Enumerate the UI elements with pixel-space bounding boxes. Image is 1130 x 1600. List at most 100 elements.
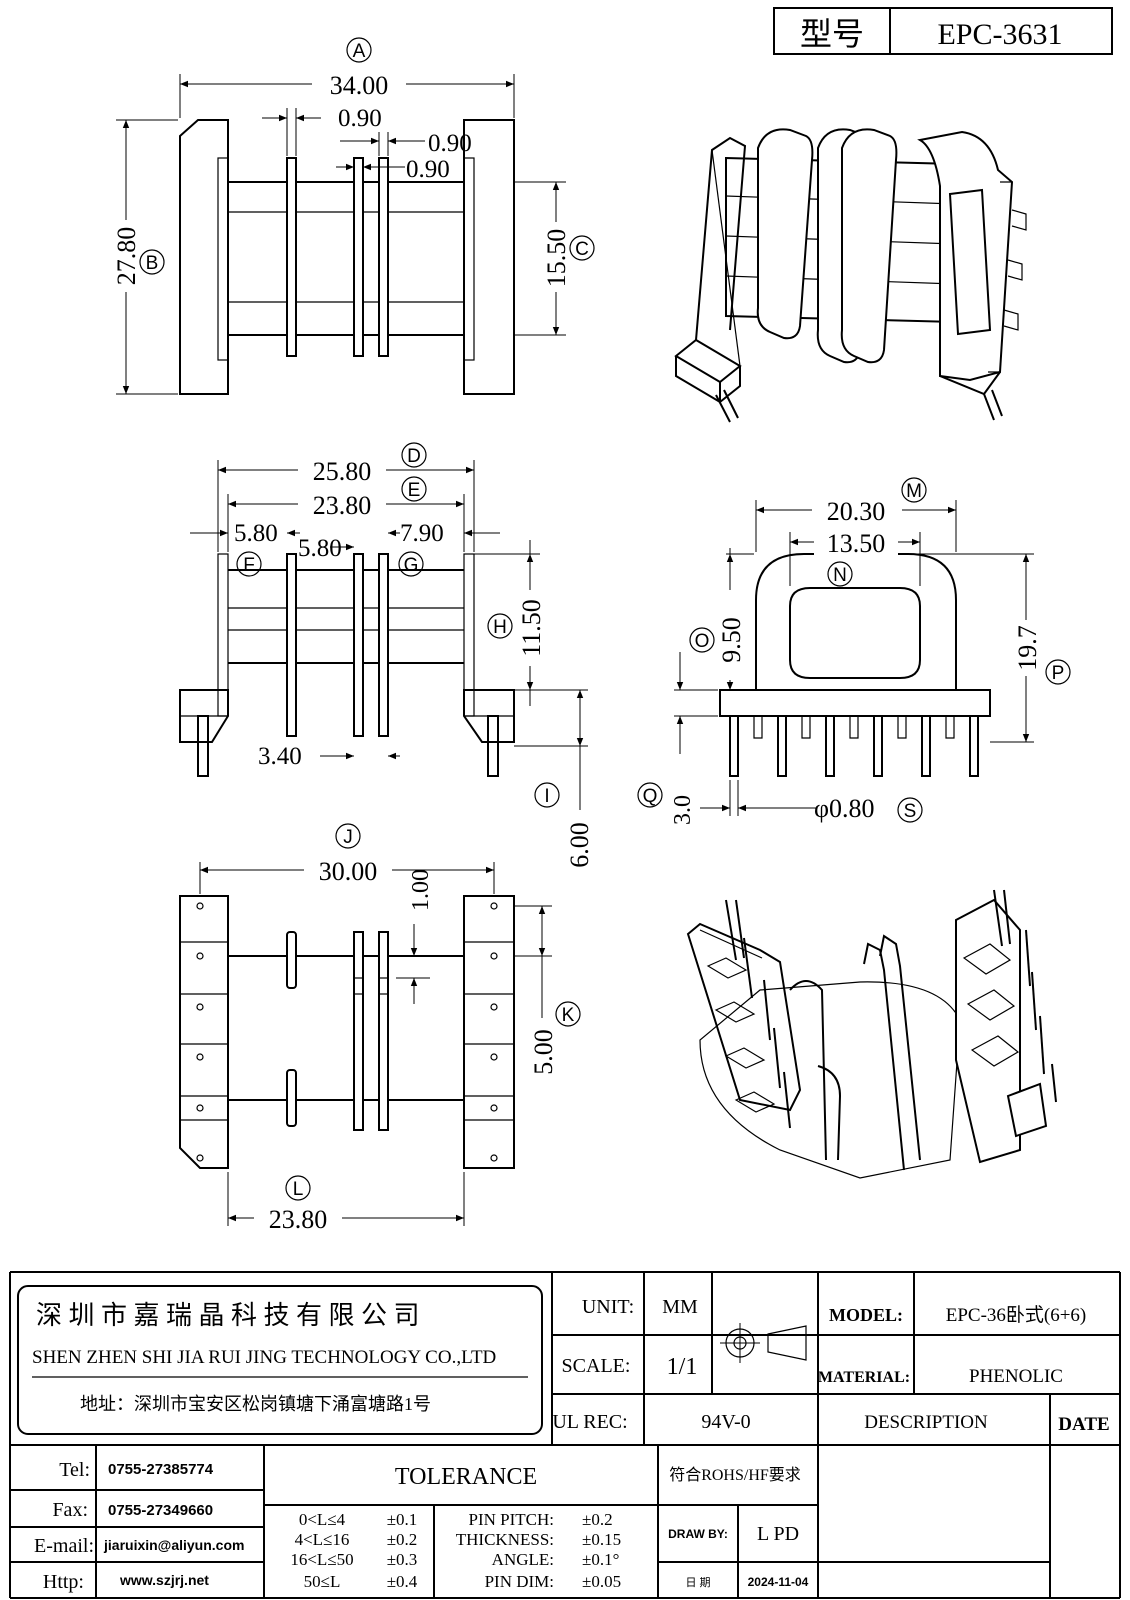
tol-item: ANGLE: (492, 1550, 554, 1569)
dim-O: O 9.50 (689, 612, 746, 668)
dim-M-letter: M (906, 481, 922, 502)
dim-A-letter: A (353, 41, 366, 62)
draw-by-value: L PD (757, 1523, 799, 1545)
bottom-view (179, 862, 552, 1226)
dim-D-value: 25.80 (313, 457, 372, 486)
model-title-label: 型号 (800, 16, 864, 52)
dim-B: 27.80 B (112, 220, 165, 292)
isometric-view-top (674, 128, 1027, 423)
dim-G-label: G (398, 551, 424, 577)
material-value: PHENOLIC (969, 1366, 1063, 1387)
dim-slot-value: 1.00 (408, 869, 434, 911)
tol-item: PIN PITCH: (469, 1510, 554, 1529)
dim-S-letter: S (904, 801, 917, 822)
dim-Q-letter: Q (643, 786, 658, 807)
ul-label: UL REC: (552, 1411, 627, 1433)
tolerance-title: TOLERANCE (395, 1464, 537, 1490)
tol-value: ±0.4 (387, 1572, 418, 1591)
email-value: jiaruixin@aliyun.com (103, 1537, 244, 1553)
dim-N: 13.50 N (814, 528, 898, 587)
tol-item-value: ±0.1° (582, 1550, 619, 1569)
dim-B-letter: B (146, 253, 159, 274)
fax-label: Fax: (52, 1499, 88, 1521)
dim-C-letter: C (575, 239, 589, 260)
tol-value: ±0.2 (387, 1530, 418, 1549)
company-name-cn: 深 圳 市 嘉 瑞 晶 科 技 有 限 公 司 (36, 1301, 420, 1330)
dim-K-letter: K (562, 1005, 575, 1026)
model-value: EPC-36卧式(6+6) (946, 1304, 1087, 1326)
dim-L: L 23.80 (254, 1175, 342, 1234)
dim-J: J 30.00 (304, 823, 392, 886)
dim-H: H 11.50 (487, 590, 546, 666)
date-label: DATE (1058, 1414, 1109, 1435)
fax-value: 0755-27349660 (108, 1502, 213, 1519)
dim-K-value: 5.00 (529, 1029, 558, 1075)
company-address: 地址：深圳市宝安区松岗镇塘下涌富塘路1号 (80, 1394, 431, 1414)
tolerance-row: 16<L≤50 ±0.3 ANGLE: ±0.1° (290, 1550, 619, 1569)
dim-P-letter: P (1052, 663, 1065, 684)
dim-L-letter: L (293, 1179, 304, 1200)
dim-N-letter: N (833, 565, 847, 586)
tolerance-row: 0<L≤4 ±0.1 PIN PITCH: ±0.2 (299, 1510, 613, 1529)
description-label: DESCRIPTION (864, 1412, 988, 1433)
scale-label: SCALE: (562, 1355, 631, 1377)
tol-item-value: ±0.15 (582, 1530, 621, 1549)
title-block: 深 圳 市 嘉 瑞 晶 科 技 有 限 公 司 SHEN ZHEN SHI JI… (9, 1271, 1121, 1599)
dim-J-letter: J (343, 827, 353, 848)
dim-E-letter: E (408, 480, 421, 501)
dim-Q-value: 3.0 (670, 795, 696, 825)
email-label: E-mail: (34, 1535, 94, 1557)
dim-E-value: 23.80 (313, 491, 372, 520)
scale-value: 1/1 (667, 1354, 698, 1380)
material-label: MATERIAL: (818, 1369, 910, 1386)
draw-by-label: DRAW BY: (668, 1527, 728, 1541)
dim-I-value: 6.00 (565, 822, 594, 868)
rohs-text: 符合ROHS/HF要求 (669, 1466, 801, 1484)
tel-value: 0755-27385774 (108, 1461, 214, 1478)
dim-O-letter: O (695, 631, 710, 652)
dim-top-w2: 0.90 (428, 130, 472, 157)
tolerance-row: 4<L≤16 ±0.2 THICKNESS: ±0.15 (295, 1530, 622, 1549)
ul-value: 94V-0 (701, 1411, 750, 1433)
dim-O-value: 9.50 (717, 617, 746, 663)
tol-item: THICKNESS: (456, 1530, 554, 1549)
tol-value: ±0.1 (387, 1510, 418, 1529)
tel-label: Tel: (59, 1459, 90, 1481)
dim-P-value: 19.7 (1013, 625, 1042, 671)
dim-A: A 34.00 (312, 37, 406, 100)
dim-N-value: 13.50 (827, 529, 886, 558)
dim-top-w3: 0.90 (406, 156, 450, 183)
dim-F-label: F (236, 551, 262, 577)
tol-item-value: ±0.05 (582, 1572, 621, 1591)
http-label: Http: (43, 1571, 84, 1593)
dim-F2-value: 5.80 (298, 535, 342, 562)
dim-I: I 6.00 (534, 782, 594, 868)
dim-P: 19.7 P (1012, 620, 1071, 685)
dim-L-value: 23.80 (269, 1205, 328, 1234)
model-title-box: 型号 EPC-3631 (773, 7, 1113, 55)
dim-D: D 25.80 (298, 442, 427, 486)
dim-D-letter: D (407, 446, 421, 467)
model-label: MODEL: (829, 1305, 903, 1325)
dim-E: E 23.80 (298, 476, 427, 520)
dim-I-letter: I (544, 786, 549, 807)
date-field-value: 2024-11-04 (748, 1575, 809, 1589)
dim-A-value: 34.00 (330, 71, 389, 100)
dim-B-value: 27.80 (112, 227, 141, 286)
dim-F-letter: F (243, 555, 255, 576)
http-value: www.szjrj.net (119, 1572, 209, 1588)
dim-S: φ0.80 S (814, 794, 923, 823)
dim-C-value: 15.50 (542, 229, 571, 288)
dim-G-value: 7.90 (400, 520, 444, 547)
tol-range: 4<L≤16 (295, 1530, 350, 1549)
unit-label: UNIT: (582, 1296, 634, 1318)
projection-symbol-icon (720, 1323, 807, 1363)
dim-S-value: φ0.80 (814, 794, 875, 823)
date-field-label: 日 期 (685, 1576, 710, 1589)
tol-item: PIN DIM: (485, 1572, 554, 1591)
dim-pin-gap: 3.40 (258, 743, 302, 770)
dim-top-w1: 0.90 (338, 105, 382, 132)
tol-range: 0<L≤4 (299, 1510, 346, 1529)
dim-J-value: 30.00 (319, 857, 378, 886)
